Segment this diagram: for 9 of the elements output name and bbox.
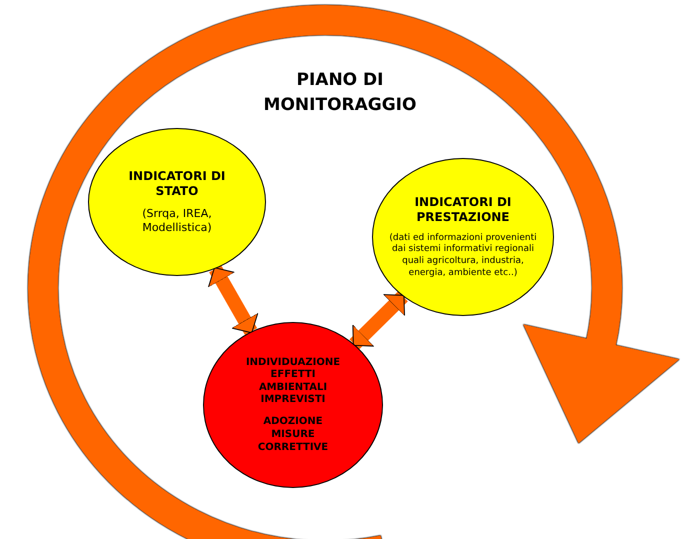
circle-heading: INDICATORI DI STATO: [128, 168, 226, 199]
circle-text: ADOZIONE MISURE CORRETTIVE: [256, 414, 330, 454]
double-arrow: [209, 265, 258, 336]
circle-heading: INDICATORI DI PRESTAZIONE: [414, 194, 512, 225]
circle-heading: INDIVIDUAZIONE EFFETTI AMBIENTALI IMPREVISTI: [244, 356, 342, 406]
diagram-title: PIANO DI MONITORAGGIO: [262, 69, 418, 117]
double-arrow: [349, 291, 408, 350]
circle-text: (Srrqa, IREA, Modellistica): [141, 206, 213, 236]
circle-text: (dati ed informazioni provenienti dai sistemi informativi regionali quali agricoltura, industria, energia, ambiente etc..): [388, 232, 538, 280]
